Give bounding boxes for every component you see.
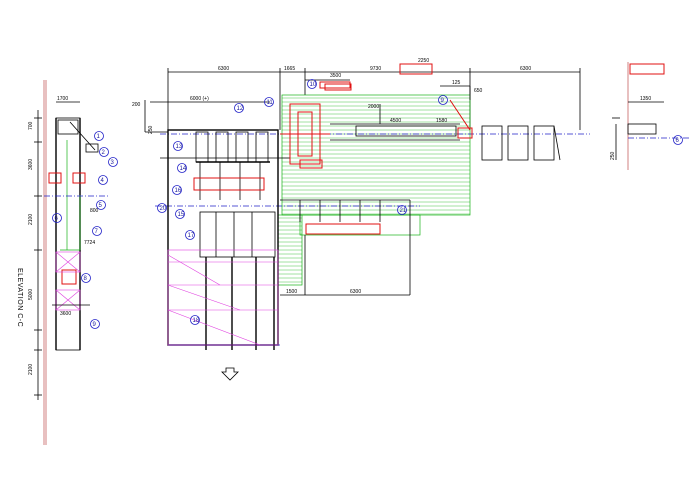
svg-text:20: 20 — [160, 206, 167, 212]
dim-d9: 200 — [132, 102, 141, 108]
plan-tags: 11 12 10 9 13 14 16 20 15 17 18 21 — [157, 79, 448, 325]
dim-d4: 9730 — [370, 66, 381, 72]
svg-text:9: 9 — [441, 98, 445, 104]
central-machine — [280, 83, 352, 169]
dim-l1: 700 — [28, 121, 34, 130]
green-hatching — [278, 97, 470, 283]
dim-d14: 650 — [474, 88, 483, 94]
dim-d3: 3500 — [330, 73, 341, 79]
dim-d2: 1665 — [284, 66, 295, 72]
operator-figure-2 — [72, 172, 86, 184]
dim-d5: 2250 — [418, 58, 429, 64]
dim-d7: 6000 (+) — [190, 96, 209, 102]
svg-text:5: 5 — [99, 203, 103, 209]
svg-text:8: 8 — [84, 276, 88, 282]
right-elevation: 1350 250 6 — [610, 62, 690, 170]
upper-conveyors — [193, 131, 270, 200]
lower-conveyors — [199, 211, 276, 350]
svg-text:6: 6 — [676, 138, 680, 144]
dim-l5: 2100 — [28, 364, 34, 375]
svg-text:3: 3 — [111, 160, 115, 166]
dim-d11: 2000 — [368, 104, 379, 110]
elevation-view: 700 3600 2100 5000 2100 1700 800 7724 36… — [16, 80, 118, 445]
svg-text:10: 10 — [310, 82, 317, 88]
middle-lower-conveyor — [280, 199, 411, 296]
svg-text:2: 2 — [102, 150, 106, 156]
dim-d1: 6300 — [218, 66, 229, 72]
svg-text:9: 9 — [93, 322, 97, 328]
svg-text:6: 6 — [55, 216, 59, 222]
svg-text:18: 18 — [193, 318, 200, 324]
north-arrow-icon — [221, 367, 239, 381]
svg-text:17: 17 — [188, 233, 195, 239]
operator-figure-3 — [61, 269, 77, 285]
dim-d8: 250 — [148, 125, 154, 134]
svg-text:11: 11 — [267, 100, 274, 106]
dim-d10: 4500 — [390, 118, 401, 124]
svg-text:14: 14 — [180, 166, 187, 172]
svg-text:7: 7 — [95, 229, 99, 235]
dim-l6: 1700 — [57, 96, 68, 102]
dim-l4: 5000 — [28, 289, 34, 300]
svg-text:21: 21 — [400, 208, 407, 214]
dim-d6: 6300 — [520, 66, 531, 72]
red-marker-top — [399, 63, 433, 75]
operator-figure-1 — [48, 172, 62, 184]
dim-d13: 125 — [452, 80, 461, 86]
elevation-label: ELEVATION C-C — [16, 268, 23, 327]
dim-d16: 1350 — [640, 96, 651, 102]
svg-text:15: 15 — [178, 212, 185, 218]
dim-b2: 6300 — [350, 289, 361, 295]
svg-text:16: 16 — [175, 188, 182, 194]
dim-l2: 3600 — [28, 159, 34, 170]
svg-text:12: 12 — [237, 106, 244, 112]
plan-view: 6300 1665 3500 9730 6300 2250 200 6000 (… — [132, 58, 590, 381]
magenta-zone — [167, 249, 279, 346]
right-racks — [481, 125, 561, 161]
dim-l8: 3600 — [60, 311, 71, 317]
dim-l11: 250 — [610, 151, 616, 160]
dim-l9: 7724 — [84, 240, 95, 246]
dim-l3: 2100 — [28, 214, 34, 225]
svg-text:1: 1 — [97, 134, 101, 140]
dim-l10: 800 — [90, 208, 99, 214]
dim-b1: 1500 — [286, 289, 297, 295]
svg-text:13: 13 — [176, 144, 183, 150]
svg-text:4: 4 — [101, 178, 105, 184]
dim-d12: 1580 — [436, 118, 447, 124]
right-conveyor: 4500 2000 1580 125 650 — [330, 80, 483, 141]
elevation-tags: 1 2 3 4 5 6 7 8 9 — [52, 131, 118, 329]
